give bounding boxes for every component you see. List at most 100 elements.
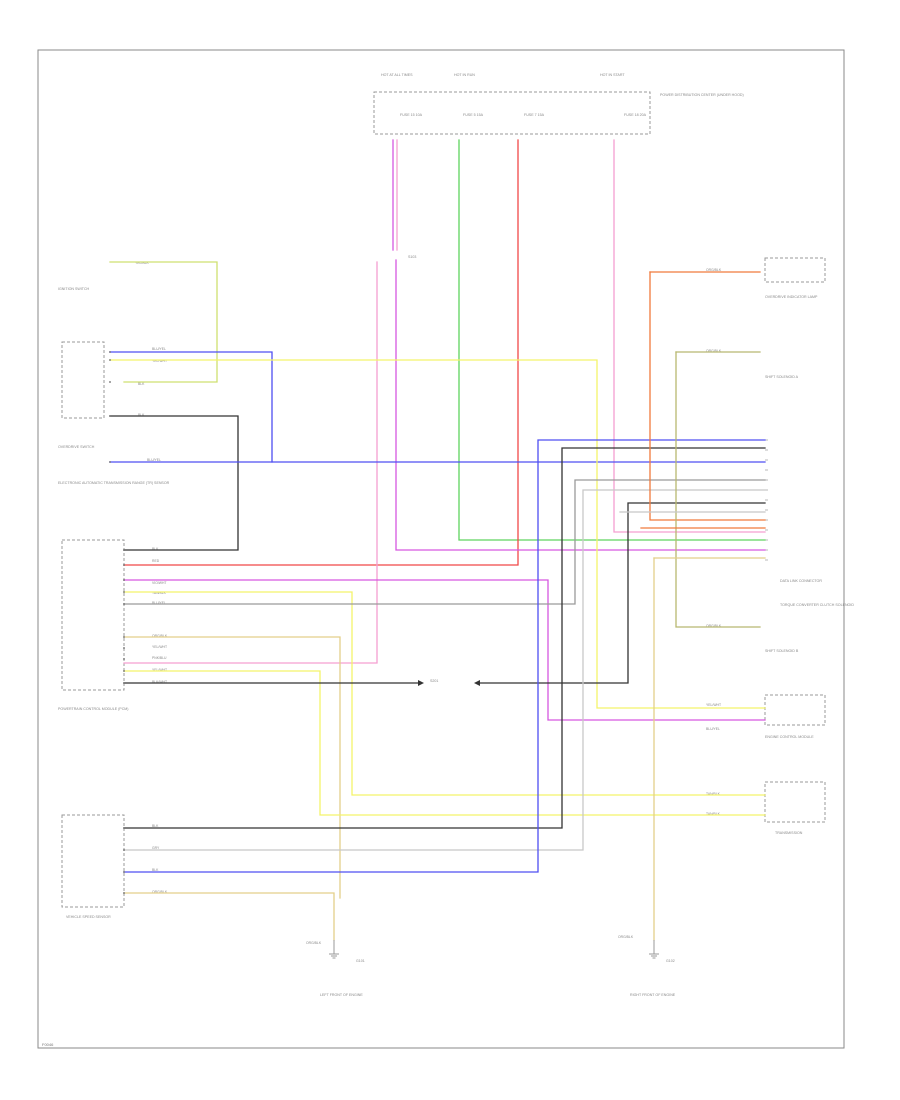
diagram-frame	[37, 49, 845, 1049]
connector-pin-7	[123, 658, 125, 660]
connector-pin-9	[123, 682, 125, 684]
connector-pin-3	[123, 591, 125, 593]
transmission-box	[764, 781, 826, 823]
dlc-splice-label: S201	[430, 679, 438, 683]
connector-pin-0	[123, 549, 125, 551]
pcm-wire-10-label: BLK/WHT	[152, 680, 167, 684]
connector-pin-1	[123, 564, 125, 566]
overdrive-indicator-box	[764, 257, 826, 283]
stoplamp-wire-3-label: BLK	[138, 382, 145, 386]
transmission-wire-1: TAN/BLK	[706, 792, 721, 796]
overdrive-indicator-wire: ORG/BLK	[706, 268, 722, 272]
pcm-wire-6-label: ORG/BLK	[152, 634, 168, 638]
pcm-wire-1-label: BLK	[152, 547, 159, 551]
pcm-wire-3-label: VIO/WHT	[152, 581, 167, 585]
wire-pcm-violet	[123, 579, 766, 721]
connector-pin-14	[109, 351, 111, 353]
connector-pin-17	[109, 415, 111, 417]
ground-right-caption: RIGHT FRONT OF ENGINE	[630, 993, 676, 997]
engine-control-wire-2: BLU/YEL	[706, 727, 720, 731]
connector-pin-8	[123, 670, 125, 672]
pcm-box	[61, 539, 125, 691]
ignition-switch-wire-label: YEL/BLK	[135, 261, 149, 265]
right-connector-labels	[765, 439, 768, 561]
stoplamp-switch-box	[61, 341, 105, 419]
wire-stop-black	[109, 415, 239, 551]
overdrive-wire-label: BLU/YEL	[147, 458, 161, 462]
vss-wire-3-label: BLK	[152, 868, 159, 872]
stoplamp-wire-4-label: BLK	[138, 413, 145, 417]
connector-pin-2	[123, 579, 125, 581]
transmission-wire-2: TAN/BLK	[706, 812, 721, 816]
dlc-arrow-right	[474, 680, 480, 686]
vss-box	[61, 814, 125, 908]
wire-right-olive-drop	[675, 351, 761, 628]
engine-control-box	[764, 694, 826, 726]
wire-vss-orange	[123, 892, 335, 941]
wire-stop-blue	[109, 351, 766, 463]
pcm: POWERTRAIN CONTROL MODULE (PCM) BLK RED …	[58, 539, 168, 711]
dlc-arrow-left	[418, 680, 424, 686]
wire-fuse-c	[123, 139, 519, 566]
wire-fuse-d	[613, 139, 766, 533]
connector-pin-13	[123, 892, 125, 894]
stoplamp-wire-1-label: BLU/YEL	[152, 347, 166, 351]
pcm-wire-9-label: YEL/WHT	[152, 668, 167, 672]
vss-label: VEHICLE SPEED SENSOR	[66, 915, 111, 919]
wire-pcm-orange	[123, 636, 341, 899]
right-components: OVERDRIVE INDICATOR LAMP ORG/BLK SHIFT S…	[706, 257, 854, 835]
wire-vss-blue	[123, 439, 766, 873]
shift-solenoid-a-label: SHIFT SOLENOID A	[765, 375, 799, 379]
stoplamp-switch: BLU/YEL YEL/WHT BLK BLK	[61, 341, 167, 419]
wire-stop-yellow	[109, 359, 766, 709]
connector-pin-15	[109, 359, 111, 361]
fuse-c-label: FUSE 7 15A	[524, 113, 545, 117]
ground-right-wire-label: ORG/BLK	[618, 935, 634, 939]
transmission-label: TRANSMISSION	[775, 831, 803, 835]
ground-left-wire-label: ORG/BLK	[306, 941, 322, 945]
connector-pin-16	[109, 381, 111, 383]
wire-pcm-gray	[123, 479, 766, 605]
pcm-label: POWERTRAIN CONTROL MODULE (PCM)	[58, 707, 128, 711]
range-switch-label: ELECTRONIC AUTOMATIC TRANSMISSION RANGE …	[58, 481, 170, 485]
overdrive-indicator-label: OVERDRIVE INDICATOR LAMP	[765, 295, 818, 299]
connector-pin-10	[123, 827, 125, 829]
vss: VEHICLE SPEED SENSOR BLK GRY BLK ORG/BLK	[61, 814, 168, 919]
connector-pin-5	[123, 636, 125, 638]
figure-id: F0046	[42, 1042, 54, 1047]
engine-control-wire-1: YEL/WHT	[706, 703, 721, 707]
data-link-label: DATA LINK CONNECTOR	[780, 579, 822, 583]
connector-pin-4	[123, 603, 125, 605]
wire-vss-gray	[123, 489, 766, 851]
engine-control-label: ENGINE CONTROL MODULE	[765, 735, 814, 739]
wire-pcm-yel	[123, 670, 766, 816]
overdrive-switch: OVERDRIVE SWITCH BLU/YEL ELECTRONIC AUTO…	[58, 445, 170, 485]
shift-solenoid-b-label: SHIFT SOLENOID B	[765, 649, 799, 653]
wire-splice-pink	[123, 261, 378, 664]
torque-converter-label: TORQUE CONVERTER CLUTCH SOLENOID	[780, 603, 854, 607]
fuse-b-label: FUSE 5 15A	[463, 113, 484, 117]
pcm-wire-7-label: YEL/WHT	[152, 645, 167, 649]
fuse-panel: POWER DISTRIBUTION CENTER (UNDER HOOD) H…	[373, 73, 744, 135]
connector-pin-12	[123, 871, 125, 873]
wire-dlc-black	[479, 502, 766, 684]
ground-right: ORG/BLK G102 RIGHT FRONT OF ENGINE	[618, 935, 676, 997]
fuse-a-label: FUSE 15 10A	[400, 113, 423, 117]
fuse-panel-box	[373, 91, 651, 135]
ground-right-label: G102	[666, 959, 675, 963]
wires	[109, 139, 766, 959]
pcm-wire-2-label: RED	[152, 559, 160, 563]
vss-wire-2-label: GRY	[152, 846, 160, 850]
connector-pin-11	[123, 849, 125, 851]
hot-b-label: HOT IN RUN	[454, 73, 475, 77]
pcm-wire-4-label: TAN/BLK	[152, 591, 167, 595]
splice-top-label: S103	[408, 255, 416, 259]
wire-splice-violet	[395, 259, 766, 551]
shift-solenoid-a-wire: ORG/BLK	[706, 349, 722, 353]
ignition-switch: IGNITION SWITCH YEL/BLK	[58, 261, 149, 291]
fuse-d-label: FUSE 18 20A	[624, 113, 647, 117]
vss-wire-4-label: ORG/BLK	[152, 890, 168, 894]
ground-left-caption: LEFT FRONT OF ENGINE	[320, 993, 363, 997]
wire-fuse-b	[458, 139, 766, 541]
